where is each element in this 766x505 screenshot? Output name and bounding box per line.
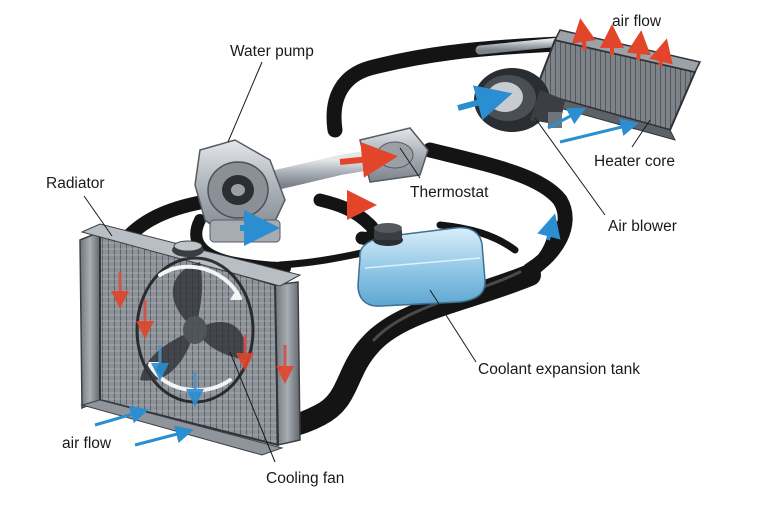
coolant-expansion-tank xyxy=(357,223,486,307)
water-pump-leader xyxy=(227,61,263,143)
air-blower-leader xyxy=(534,117,606,216)
cold-air-arrow xyxy=(94,405,149,427)
tank-vent-hose xyxy=(436,221,519,254)
cold-air-arrow xyxy=(559,118,639,144)
label-radiator: Radiator xyxy=(46,175,105,192)
hot-air-arrow xyxy=(626,30,651,61)
hoses xyxy=(123,35,585,439)
radiator-leader xyxy=(83,195,113,237)
cold-air-arrow xyxy=(547,107,586,130)
hot-air-arrow xyxy=(571,18,596,51)
cold-air-arrow xyxy=(134,425,194,447)
label-thermostat: Thermostat xyxy=(410,184,489,201)
heater-core-leader xyxy=(631,119,651,148)
cold-flow-arrow xyxy=(537,213,561,241)
leader-lines xyxy=(83,61,651,463)
cold-air-arrow xyxy=(457,85,513,121)
label-coolant-expansion-tank: Coolant expansion tank xyxy=(478,361,640,378)
hot-air-arrow xyxy=(649,38,673,67)
bypass-hose xyxy=(313,193,381,245)
label-water-pump: Water pump xyxy=(230,43,314,60)
label-cooling-fan: Cooling fan xyxy=(266,470,344,487)
cooling-fan-leader xyxy=(229,351,276,463)
label-heater-core: Heater core xyxy=(594,153,675,170)
label-air-flow-bottom: air flow xyxy=(62,435,112,452)
hot-flow-arrow xyxy=(339,141,398,178)
label-air-blower: Air blower xyxy=(608,218,677,235)
flow-arrows xyxy=(94,18,673,447)
labels: Water pump Radiator Thermostat air flow … xyxy=(46,13,677,487)
water-pump xyxy=(194,113,380,243)
label-air-flow-top: air flow xyxy=(612,13,662,30)
thermostat-leader xyxy=(399,147,421,179)
expansion-tank-leader xyxy=(429,289,477,363)
